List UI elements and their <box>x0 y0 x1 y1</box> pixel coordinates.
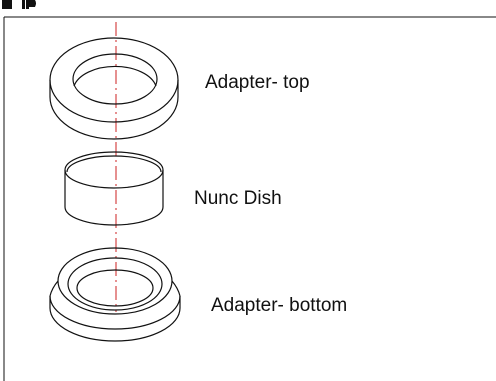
adapter-bottom-part <box>49 247 181 342</box>
frame-border <box>3 16 496 381</box>
label-adapter-top: Adapter- top <box>205 72 310 93</box>
label-nunc-dish: Nunc Dish <box>194 188 282 209</box>
nunc-dish-part <box>64 151 164 226</box>
clipped-heading-fragment <box>2 0 36 9</box>
label-adapter-bottom: Adapter- bottom <box>211 295 348 316</box>
adapter-top-part <box>49 37 179 140</box>
